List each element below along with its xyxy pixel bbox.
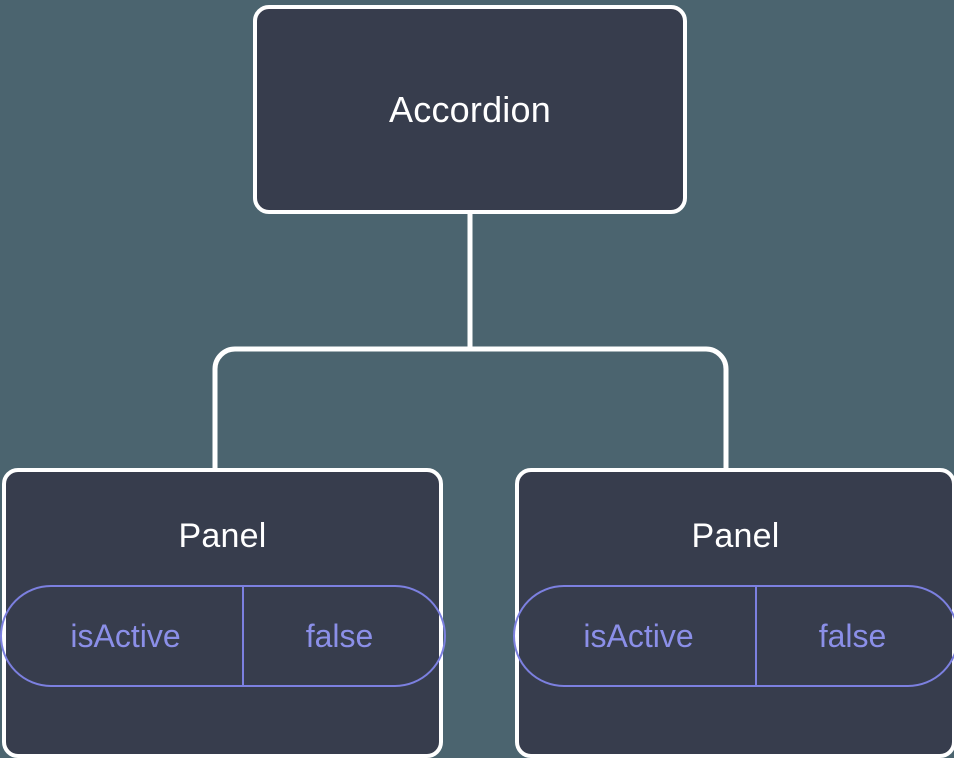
prop-value: false: [242, 587, 444, 685]
prop-badge-isactive[interactable]: isActive false: [513, 585, 954, 687]
prop-key: isActive: [515, 587, 755, 685]
node-title: Panel: [692, 518, 780, 555]
tree-node-panel-2[interactable]: Panel isActive false: [515, 468, 954, 758]
prop-value: false: [755, 587, 954, 685]
node-title: Accordion: [389, 90, 551, 130]
component-tree-diagram: Accordion Panel isActive false Panel isA…: [0, 0, 954, 734]
tree-node-panel-1[interactable]: Panel isActive false: [2, 468, 443, 758]
tree-node-accordion[interactable]: Accordion: [253, 5, 687, 214]
prop-badge-isactive[interactable]: isActive false: [0, 585, 446, 687]
connector-branch-left: [215, 349, 470, 470]
node-title: Panel: [179, 518, 267, 555]
prop-key: isActive: [2, 587, 242, 685]
connector-branch-right: [470, 349, 726, 470]
